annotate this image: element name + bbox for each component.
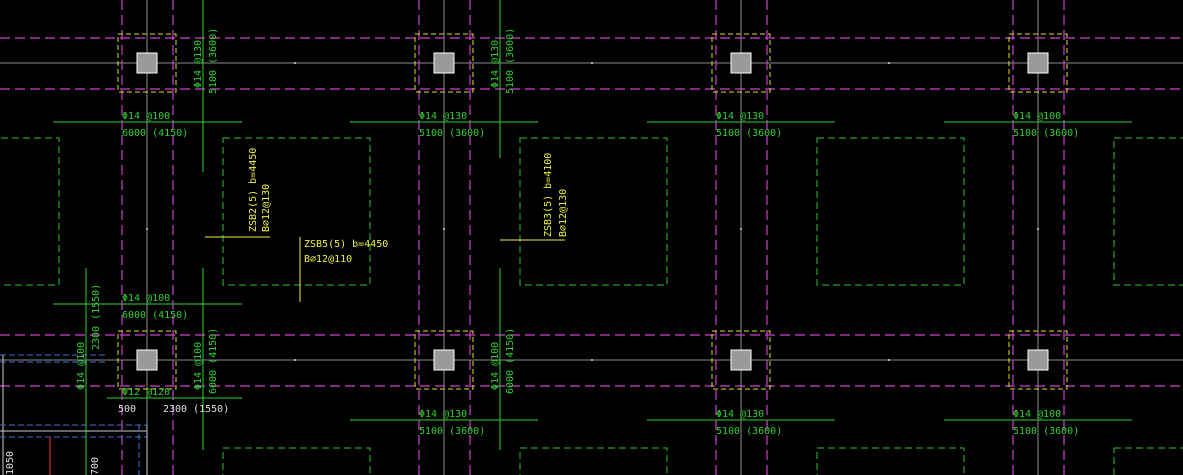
- rebar-label: Φ12 @120: [122, 387, 170, 398]
- dim-label: 2300 (1550): [91, 284, 102, 350]
- rebar-label: Φ14 @100: [1013, 111, 1061, 122]
- rebar-label: Φ14 @130: [490, 40, 501, 88]
- annotation-leaders: [205, 236, 565, 302]
- span-label: 6000 (4150): [208, 328, 219, 394]
- rebar-label: Φ14 @100: [76, 342, 87, 390]
- slab-outlines: [0, 137, 1183, 475]
- rebar-label: Φ14 @100: [490, 342, 501, 390]
- dim-1050: 1050: [5, 451, 16, 475]
- span-label: 6000 (4150): [505, 328, 516, 394]
- zsb2-label: ZSB2(5) b=4450: [248, 148, 259, 232]
- zsb3-label: ZSB3(5) b=4100: [543, 153, 554, 237]
- column: [117, 33, 177, 93]
- rebar-label: Φ14 @130: [419, 111, 467, 122]
- column: [711, 330, 771, 390]
- zsb5-label: ZSB5(5) b=4450: [304, 239, 388, 250]
- column: [1008, 33, 1068, 93]
- span-label: 5100 (3600): [419, 128, 485, 139]
- span-label: 5100 (3600): [419, 426, 485, 437]
- dim-500: 500: [118, 404, 136, 415]
- rebar-label: Φ14 @100: [1013, 409, 1061, 420]
- rebar-labels-horizontal: Φ14 @100 6000 (4150) Φ14 @130 5100 (3600…: [122, 111, 1079, 437]
- span-label: 5100 (3600): [1013, 128, 1079, 139]
- rebar-lines: [53, 0, 1132, 475]
- dimension-labels: 500 2300 (1550) 1050 700: [5, 404, 229, 475]
- rebar-labels-vertical: Φ14 @130 5100 (3600) Φ14 @130 5100 (3600…: [76, 28, 516, 394]
- zsb3-rebar: B⌀12@130: [558, 189, 569, 237]
- columns: [117, 33, 1068, 390]
- span-label: 6000 (4150): [122, 310, 188, 321]
- column: [1008, 330, 1068, 390]
- span-label: 6000 (4150): [122, 128, 188, 139]
- column: [414, 330, 474, 390]
- strip-annotations: ZSB2(5) b=4450 B⌀12@130 ZSB5(5) b=4450 B…: [248, 148, 569, 265]
- rebar-label: Φ14 @130: [716, 409, 764, 420]
- rebar-label: Φ14 @100: [122, 293, 170, 304]
- span-label: 5100 (3600): [208, 28, 219, 94]
- rebar-label: Φ14 @100: [193, 342, 204, 390]
- dim-700: 700: [90, 457, 101, 475]
- column: [711, 33, 771, 93]
- rebar-label: Φ14 @130: [716, 111, 764, 122]
- rebar-label: Φ14 @130: [419, 409, 467, 420]
- zsb5-rebar: B⌀12@110: [304, 254, 352, 265]
- zsb2-rebar: B⌀12@130: [261, 184, 272, 232]
- pit-outline: [0, 354, 148, 475]
- span-label: 5100 (3600): [505, 28, 516, 94]
- column: [117, 330, 177, 390]
- rebar-label: Φ14 @130: [193, 40, 204, 88]
- span-label: 5100 (3600): [716, 426, 782, 437]
- span-label: 5100 (3600): [716, 128, 782, 139]
- dim-2300: 2300 (1550): [163, 404, 229, 415]
- column: [414, 33, 474, 93]
- axis-gap-dots: [146, 62, 1039, 361]
- span-label: 5100 (3600): [1013, 426, 1079, 437]
- rebar-label: Φ14 @100: [122, 111, 170, 122]
